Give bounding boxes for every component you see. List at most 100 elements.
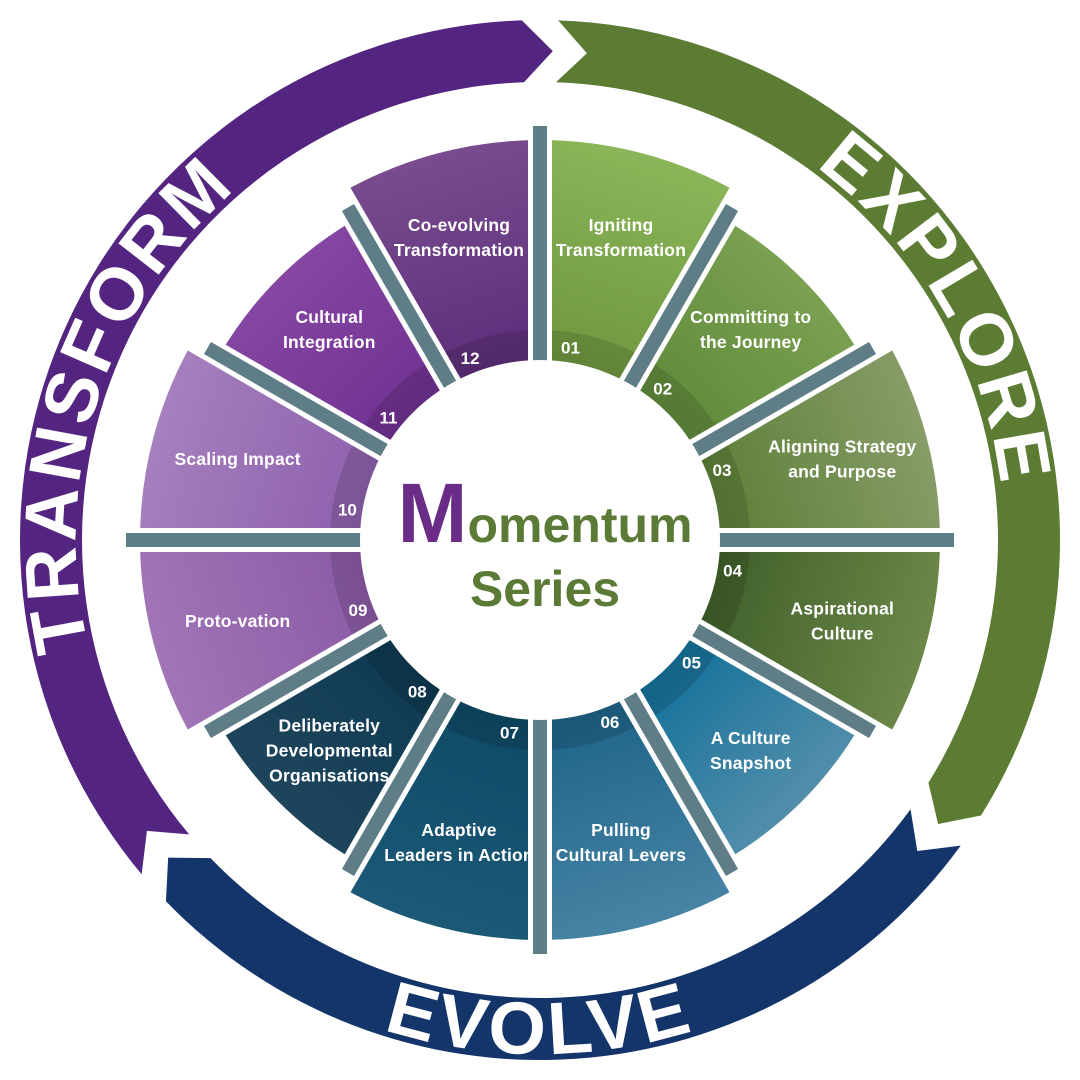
phase-arc-explore <box>555 20 1060 824</box>
spoke <box>341 203 459 392</box>
center-hub: Momentum Series <box>360 360 720 720</box>
segment-title: Aligning Strategy and Purpose <box>768 437 916 482</box>
segment-number: 03 <box>713 461 732 480</box>
segment-title-line: Aligning Strategy <box>768 437 916 457</box>
segment-01-wedge <box>540 140 740 388</box>
spoke <box>203 621 392 739</box>
spoke <box>621 688 739 877</box>
segment-05-wedge <box>628 628 861 861</box>
segment-title-line: A Culture <box>711 728 791 748</box>
segment-number: 04 <box>723 562 742 581</box>
segment-number: 08 <box>408 683 427 702</box>
phase-arcs <box>19 20 1060 1060</box>
segment-09-band <box>330 540 388 645</box>
segment-09-wedge <box>140 540 388 740</box>
phase-label-evolve: EVOLVE <box>379 965 701 1070</box>
segment-03-wedge <box>692 340 940 540</box>
segment-title-line: Proto-vation <box>185 611 290 631</box>
center-title-rest: omentum <box>467 497 692 553</box>
segment-title-line: Cultural Levers <box>556 845 686 865</box>
segment-06-wedge <box>540 692 740 940</box>
segment-03: 03 Aligning Strategy and Purpose <box>692 340 940 540</box>
segment-title-line: Pulling <box>591 820 651 840</box>
segment-title-line: Igniting <box>589 215 654 235</box>
segment-title-line: Co-evolving <box>408 215 510 235</box>
segment-number: 01 <box>561 338 580 357</box>
segment-title-line: Transformation <box>556 240 686 260</box>
segment-07-wedge <box>340 692 540 940</box>
spoke <box>341 688 459 877</box>
segment-11-band <box>358 358 452 452</box>
segment-10: 10 Scaling Impact <box>140 340 388 540</box>
spoke <box>688 621 877 739</box>
segment-01-band <box>540 330 645 388</box>
segment-08-band <box>358 628 452 722</box>
segment-title-line: Adaptive <box>421 820 497 840</box>
spokes <box>124 124 956 956</box>
segment-title-line: Aspirational <box>791 599 895 619</box>
segment-title-line: Transformation <box>394 240 524 260</box>
segment-11-wedge <box>219 219 452 452</box>
segment-12-band <box>435 330 540 388</box>
segment-number: 10 <box>338 501 357 520</box>
segment-title-line: and Purpose <box>788 462 896 482</box>
center-title-line1: Momentum <box>398 466 693 560</box>
segment-title-line: Leaders in Action <box>384 845 534 865</box>
segment-title-line: the Journey <box>700 332 801 352</box>
segment-number: 05 <box>682 654 701 673</box>
segment-title: Committing to the Journey <box>690 307 811 352</box>
segment-number: 11 <box>380 408 398 427</box>
spoke <box>688 341 877 459</box>
segment-06-band <box>540 692 645 750</box>
segment-02-wedge <box>628 219 861 452</box>
segment-number: 12 <box>461 349 480 368</box>
segment-title-line: Snapshot <box>710 753 791 773</box>
segment-number: 06 <box>600 713 619 732</box>
segment-04-wedge <box>692 540 940 740</box>
segment-title-line: Integration <box>283 332 376 352</box>
segment-02-band <box>628 358 722 452</box>
segment-10-wedge <box>140 340 388 540</box>
phase-arc-evolve <box>165 809 961 1060</box>
segment-02: 02 Committing to the Journey <box>628 219 861 452</box>
segment-10-band <box>330 435 388 540</box>
segment-08-wedge <box>219 628 452 861</box>
spoke <box>621 203 739 392</box>
segment-05-band <box>628 628 722 722</box>
segment-title-line: Culture <box>811 624 874 644</box>
center-initial: M <box>398 466 468 560</box>
segment-title: Scaling Impact <box>175 449 301 469</box>
segment-number: 07 <box>500 724 519 743</box>
segment-12-wedge <box>340 140 540 388</box>
segment-title-line: Committing to <box>690 307 811 327</box>
center-title-line2: Series <box>470 561 620 617</box>
phase-arc-transform <box>19 20 553 875</box>
segment-number: 02 <box>653 380 672 399</box>
segment-04-band <box>692 540 750 645</box>
segment-title: Proto-vation <box>185 611 290 631</box>
spoke <box>203 341 392 459</box>
segment-title-line: Scaling Impact <box>175 449 301 469</box>
segment-title-line: Organisations <box>269 766 389 786</box>
center-circle <box>360 360 720 720</box>
